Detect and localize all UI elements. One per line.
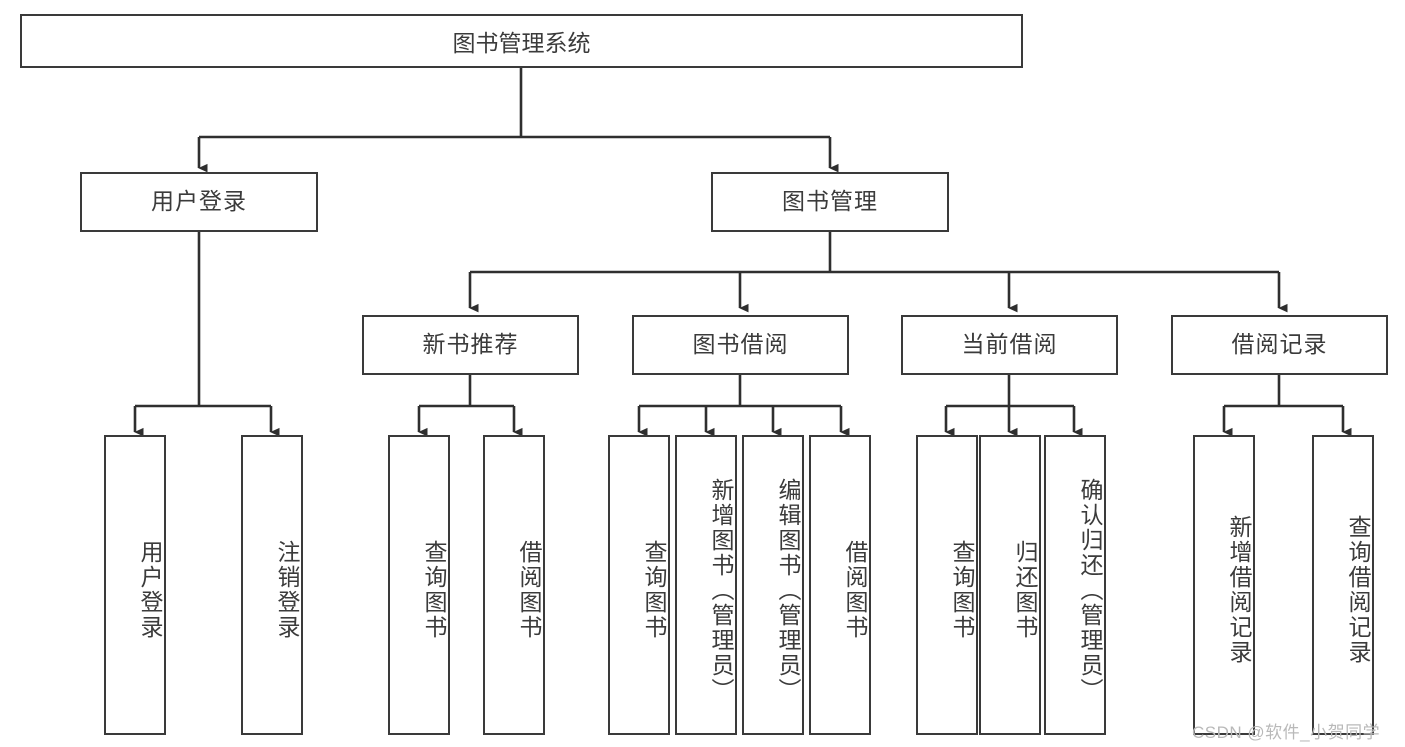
leaf-new-book-borrow[interactable]: 借阅图书 (483, 435, 545, 735)
node-new-book-recommend[interactable]: 新书推荐 (362, 315, 579, 375)
leaf-record-add-record[interactable]: 新增借阅记录 (1193, 435, 1255, 735)
leaf-borrow-add-book-admin[interactable]: 新增图书（管理员） (675, 435, 737, 735)
leaf-user-login-logout[interactable]: 注销登录 (241, 435, 303, 735)
node-root-system[interactable]: 图书管理系统 (20, 14, 1023, 68)
leaf-borrow-query-book[interactable]: 查询图书 (608, 435, 670, 735)
leaf-user-login-login[interactable]: 用户登录 (104, 435, 166, 735)
leaf-borrow-borrow-book[interactable]: 借阅图书 (809, 435, 871, 735)
leaf-record-query-record[interactable]: 查询借阅记录 (1312, 435, 1374, 735)
node-book-management[interactable]: 图书管理 (711, 172, 949, 232)
leaf-current-return-book[interactable]: 归还图书 (979, 435, 1041, 735)
leaf-new-book-query[interactable]: 查询图书 (388, 435, 450, 735)
leaf-borrow-edit-book-admin[interactable]: 编辑图书（管理员） (742, 435, 804, 735)
node-user-login[interactable]: 用户登录 (80, 172, 318, 232)
leaf-current-confirm-return-admin[interactable]: 确认归还（管理员） (1044, 435, 1106, 735)
node-current-borrow[interactable]: 当前借阅 (901, 315, 1118, 375)
watermark: CSDN @软件_小贺同学 (1192, 723, 1381, 742)
node-borrow-record[interactable]: 借阅记录 (1171, 315, 1388, 375)
leaf-current-query-book[interactable]: 查询图书 (916, 435, 978, 735)
node-book-borrow[interactable]: 图书借阅 (632, 315, 849, 375)
